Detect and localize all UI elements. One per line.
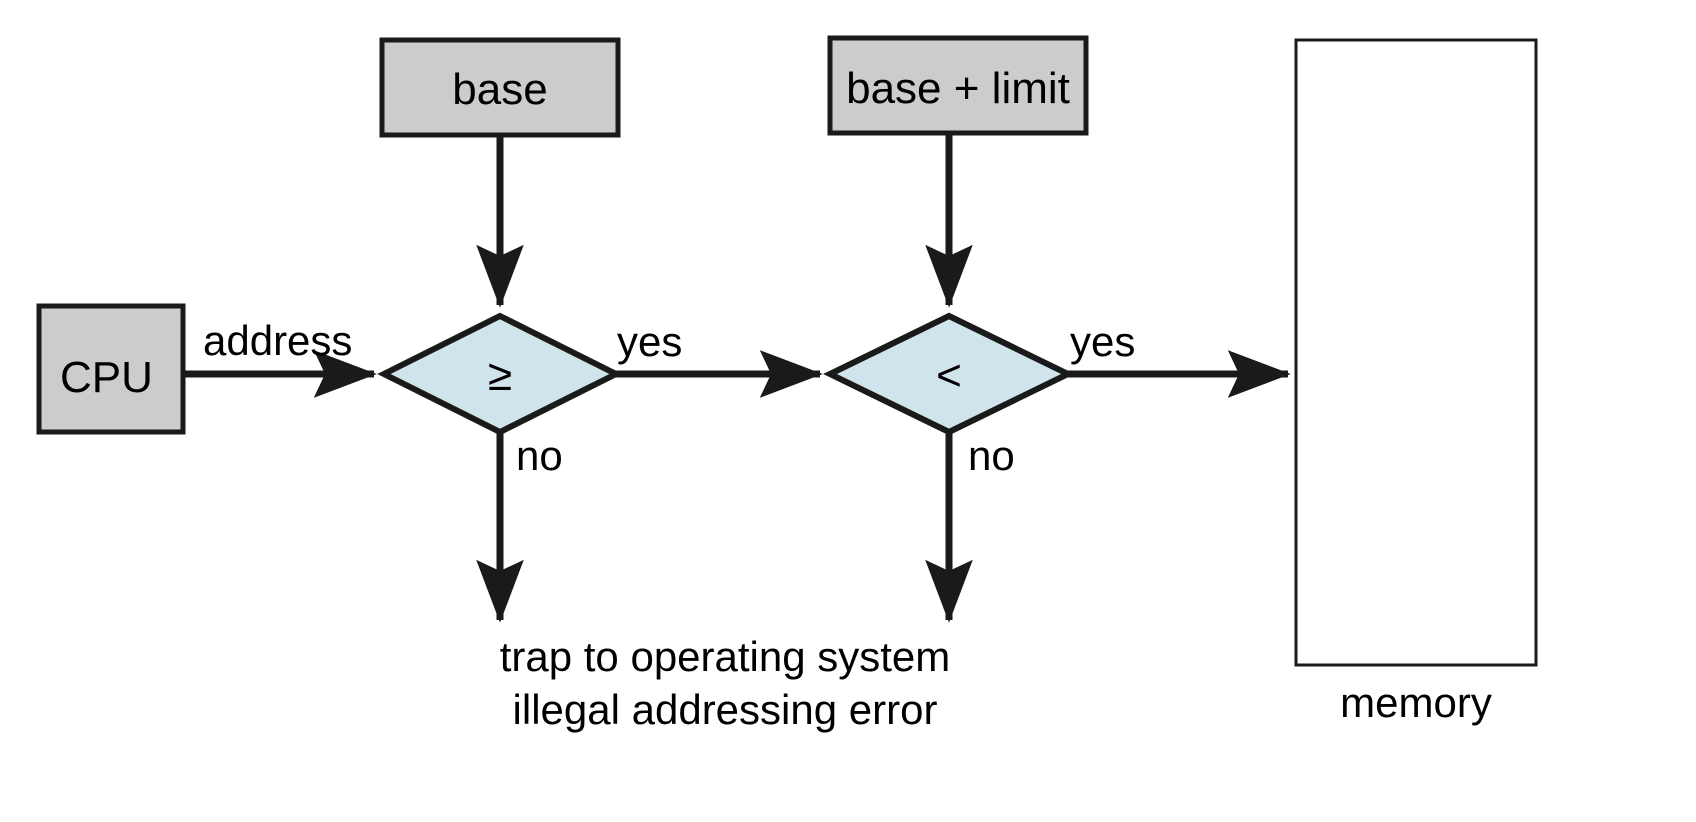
trap-line-1: trap to operating system bbox=[500, 633, 951, 680]
compare-ge-node[interactable]: ≥ bbox=[377, 312, 623, 436]
trap-line-2: illegal addressing error bbox=[513, 686, 938, 733]
compare-lt-label: < bbox=[936, 351, 962, 400]
trap-message: trap to operating system illegal address… bbox=[500, 633, 951, 733]
edge-label-lt-yes: yes bbox=[1070, 318, 1135, 365]
cpu-label: CPU bbox=[60, 353, 153, 402]
edge-label-address: address bbox=[203, 317, 352, 364]
cpu-box bbox=[36, 303, 186, 435]
edge-label-lt-no: no bbox=[968, 432, 1015, 479]
base-limit-label: base + limit bbox=[846, 64, 1070, 113]
base-limit-box bbox=[827, 35, 1089, 136]
base-label: base bbox=[452, 65, 547, 114]
memory-label: memory bbox=[1340, 679, 1492, 726]
cpu-node[interactable]: CPU bbox=[36, 303, 186, 435]
memory-box bbox=[1294, 38, 1538, 667]
base-limit-node[interactable]: base + limit bbox=[827, 35, 1089, 136]
compare-lt-node[interactable]: < bbox=[823, 312, 1075, 436]
base-node[interactable]: base bbox=[379, 37, 621, 138]
edge-label-ge-no: no bbox=[516, 432, 563, 479]
memory-node[interactable]: memory bbox=[1294, 38, 1538, 726]
edge-label-ge-yes: yes bbox=[617, 318, 682, 365]
compare-ge-label: ≥ bbox=[488, 351, 512, 400]
